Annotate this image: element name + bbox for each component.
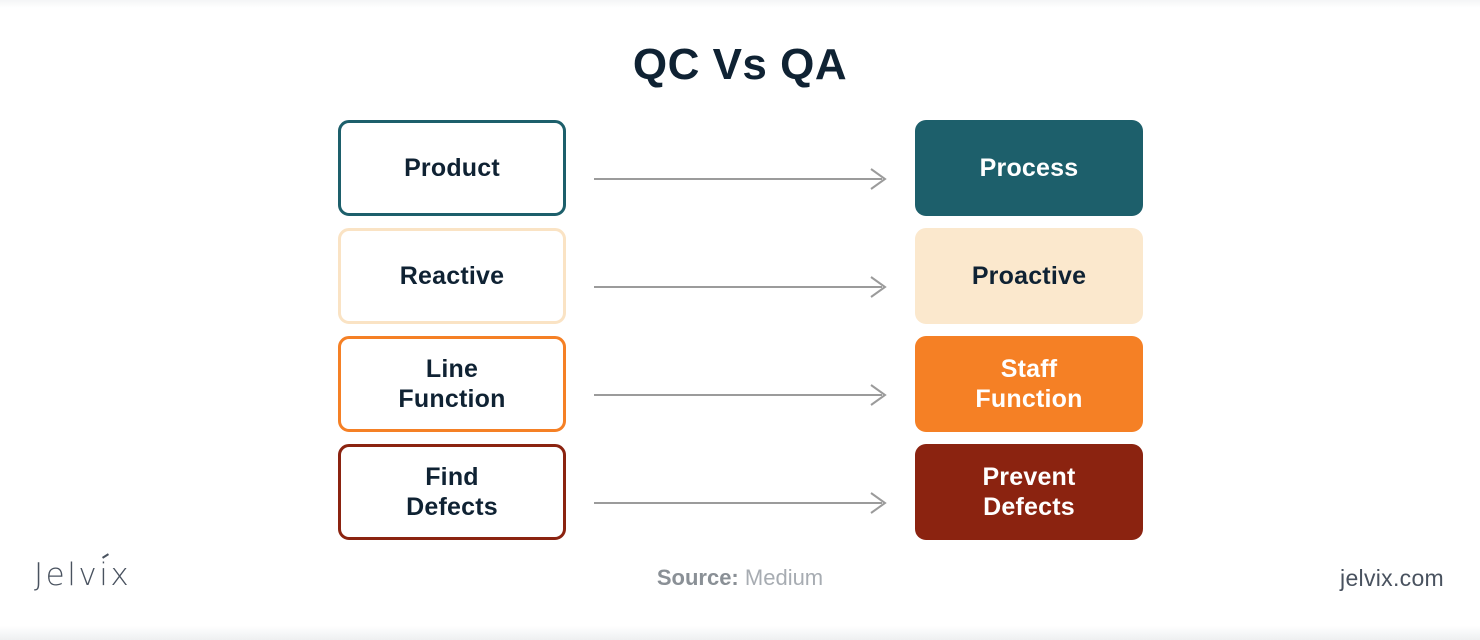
arrow-right-icon <box>594 168 890 190</box>
qa-item-box[interactable]: Process <box>915 120 1143 216</box>
qa-item-label: Proactive <box>971 261 1087 290</box>
site-url: jelvix.com <box>1340 565 1444 591</box>
qc-item-label: Reactive <box>399 261 505 290</box>
comparison-rows: Product Process Reactive <box>0 120 1480 552</box>
arrow-right-icon <box>594 492 890 514</box>
jelvix-logo: Jelvix <box>34 557 131 593</box>
jelvix-logo-text: Jelvix <box>34 557 132 593</box>
arrow-right-icon <box>594 276 890 298</box>
bottom-edge-band <box>0 626 1480 640</box>
source-credit: Source: Medium <box>0 565 1480 591</box>
page-title: QC Vs QA <box>632 40 848 89</box>
top-edge-band <box>0 0 1480 8</box>
qc-item-label: Product <box>404 153 500 182</box>
source-value: Medium <box>744 565 824 590</box>
source-label: Source: <box>656 565 739 590</box>
qa-item-label: Process <box>979 153 1079 182</box>
qc-item-box[interactable]: Reactive <box>338 228 566 324</box>
arrow-right-icon <box>594 384 890 406</box>
qc-item-box[interactable]: Product <box>338 120 566 216</box>
comparison-row: Reactive Proactive <box>0 228 1480 324</box>
qa-item-box[interactable]: Proactive <box>915 228 1143 324</box>
comparison-row: Product Process <box>0 120 1480 216</box>
